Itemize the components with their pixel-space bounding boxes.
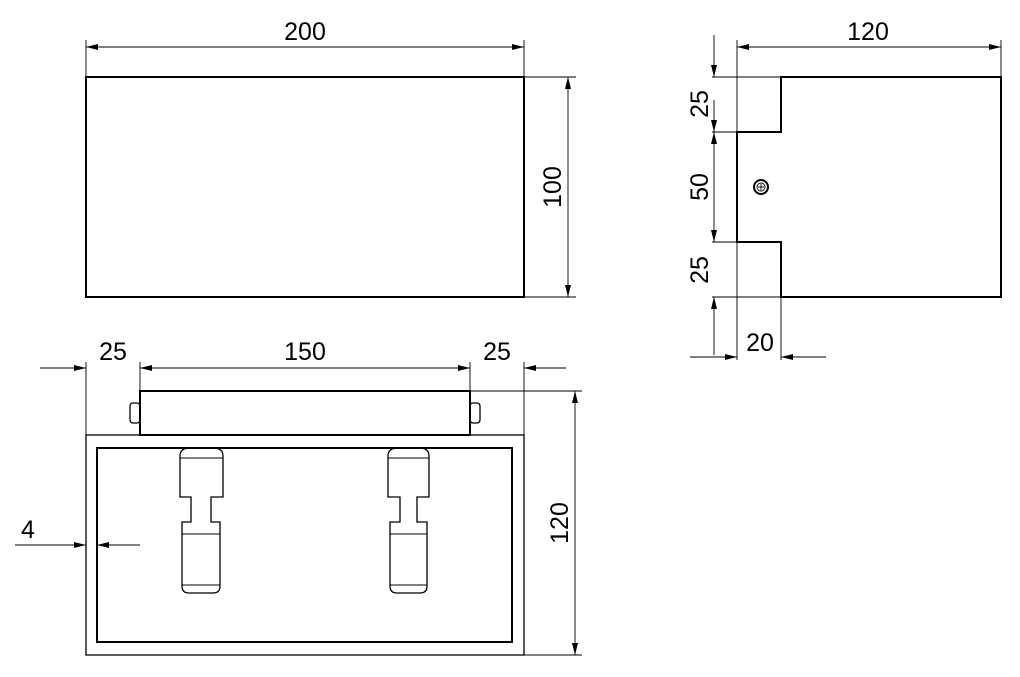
dim-side-bracket: 20 [746, 329, 774, 357]
lamp-socket-right [387, 447, 430, 594]
dim-bottom-right: 25 [483, 338, 511, 366]
dim-bottom-height: 120 [546, 502, 574, 544]
dim-bottom-left: 25 [99, 338, 127, 366]
side-body [736, 76, 1002, 298]
dim-side-depth: 120 [847, 18, 889, 46]
dim-side-top: 25 [686, 90, 714, 118]
lamp-socket-left [179, 447, 224, 594]
dim-wall-thickness: 4 [21, 516, 35, 544]
bottom-view: 25 150 25 120 4 [15, 338, 582, 656]
dim-side-bottom: 25 [686, 256, 714, 284]
dim-front-width: 200 [284, 18, 326, 46]
right-nub [469, 402, 481, 424]
inner-frame [96, 447, 513, 643]
dim-side-middle: 50 [686, 173, 714, 201]
dim-bottom-center: 150 [284, 338, 326, 366]
screw-icon [753, 179, 769, 195]
side-view: 120 25 50 25 20 [686, 18, 1002, 360]
outer-frame [85, 434, 525, 656]
front-view: 200 100 [85, 18, 576, 298]
front-body [85, 76, 525, 298]
left-nub [129, 402, 141, 424]
mounting-plate [139, 390, 471, 436]
dim-front-height: 100 [539, 166, 567, 208]
